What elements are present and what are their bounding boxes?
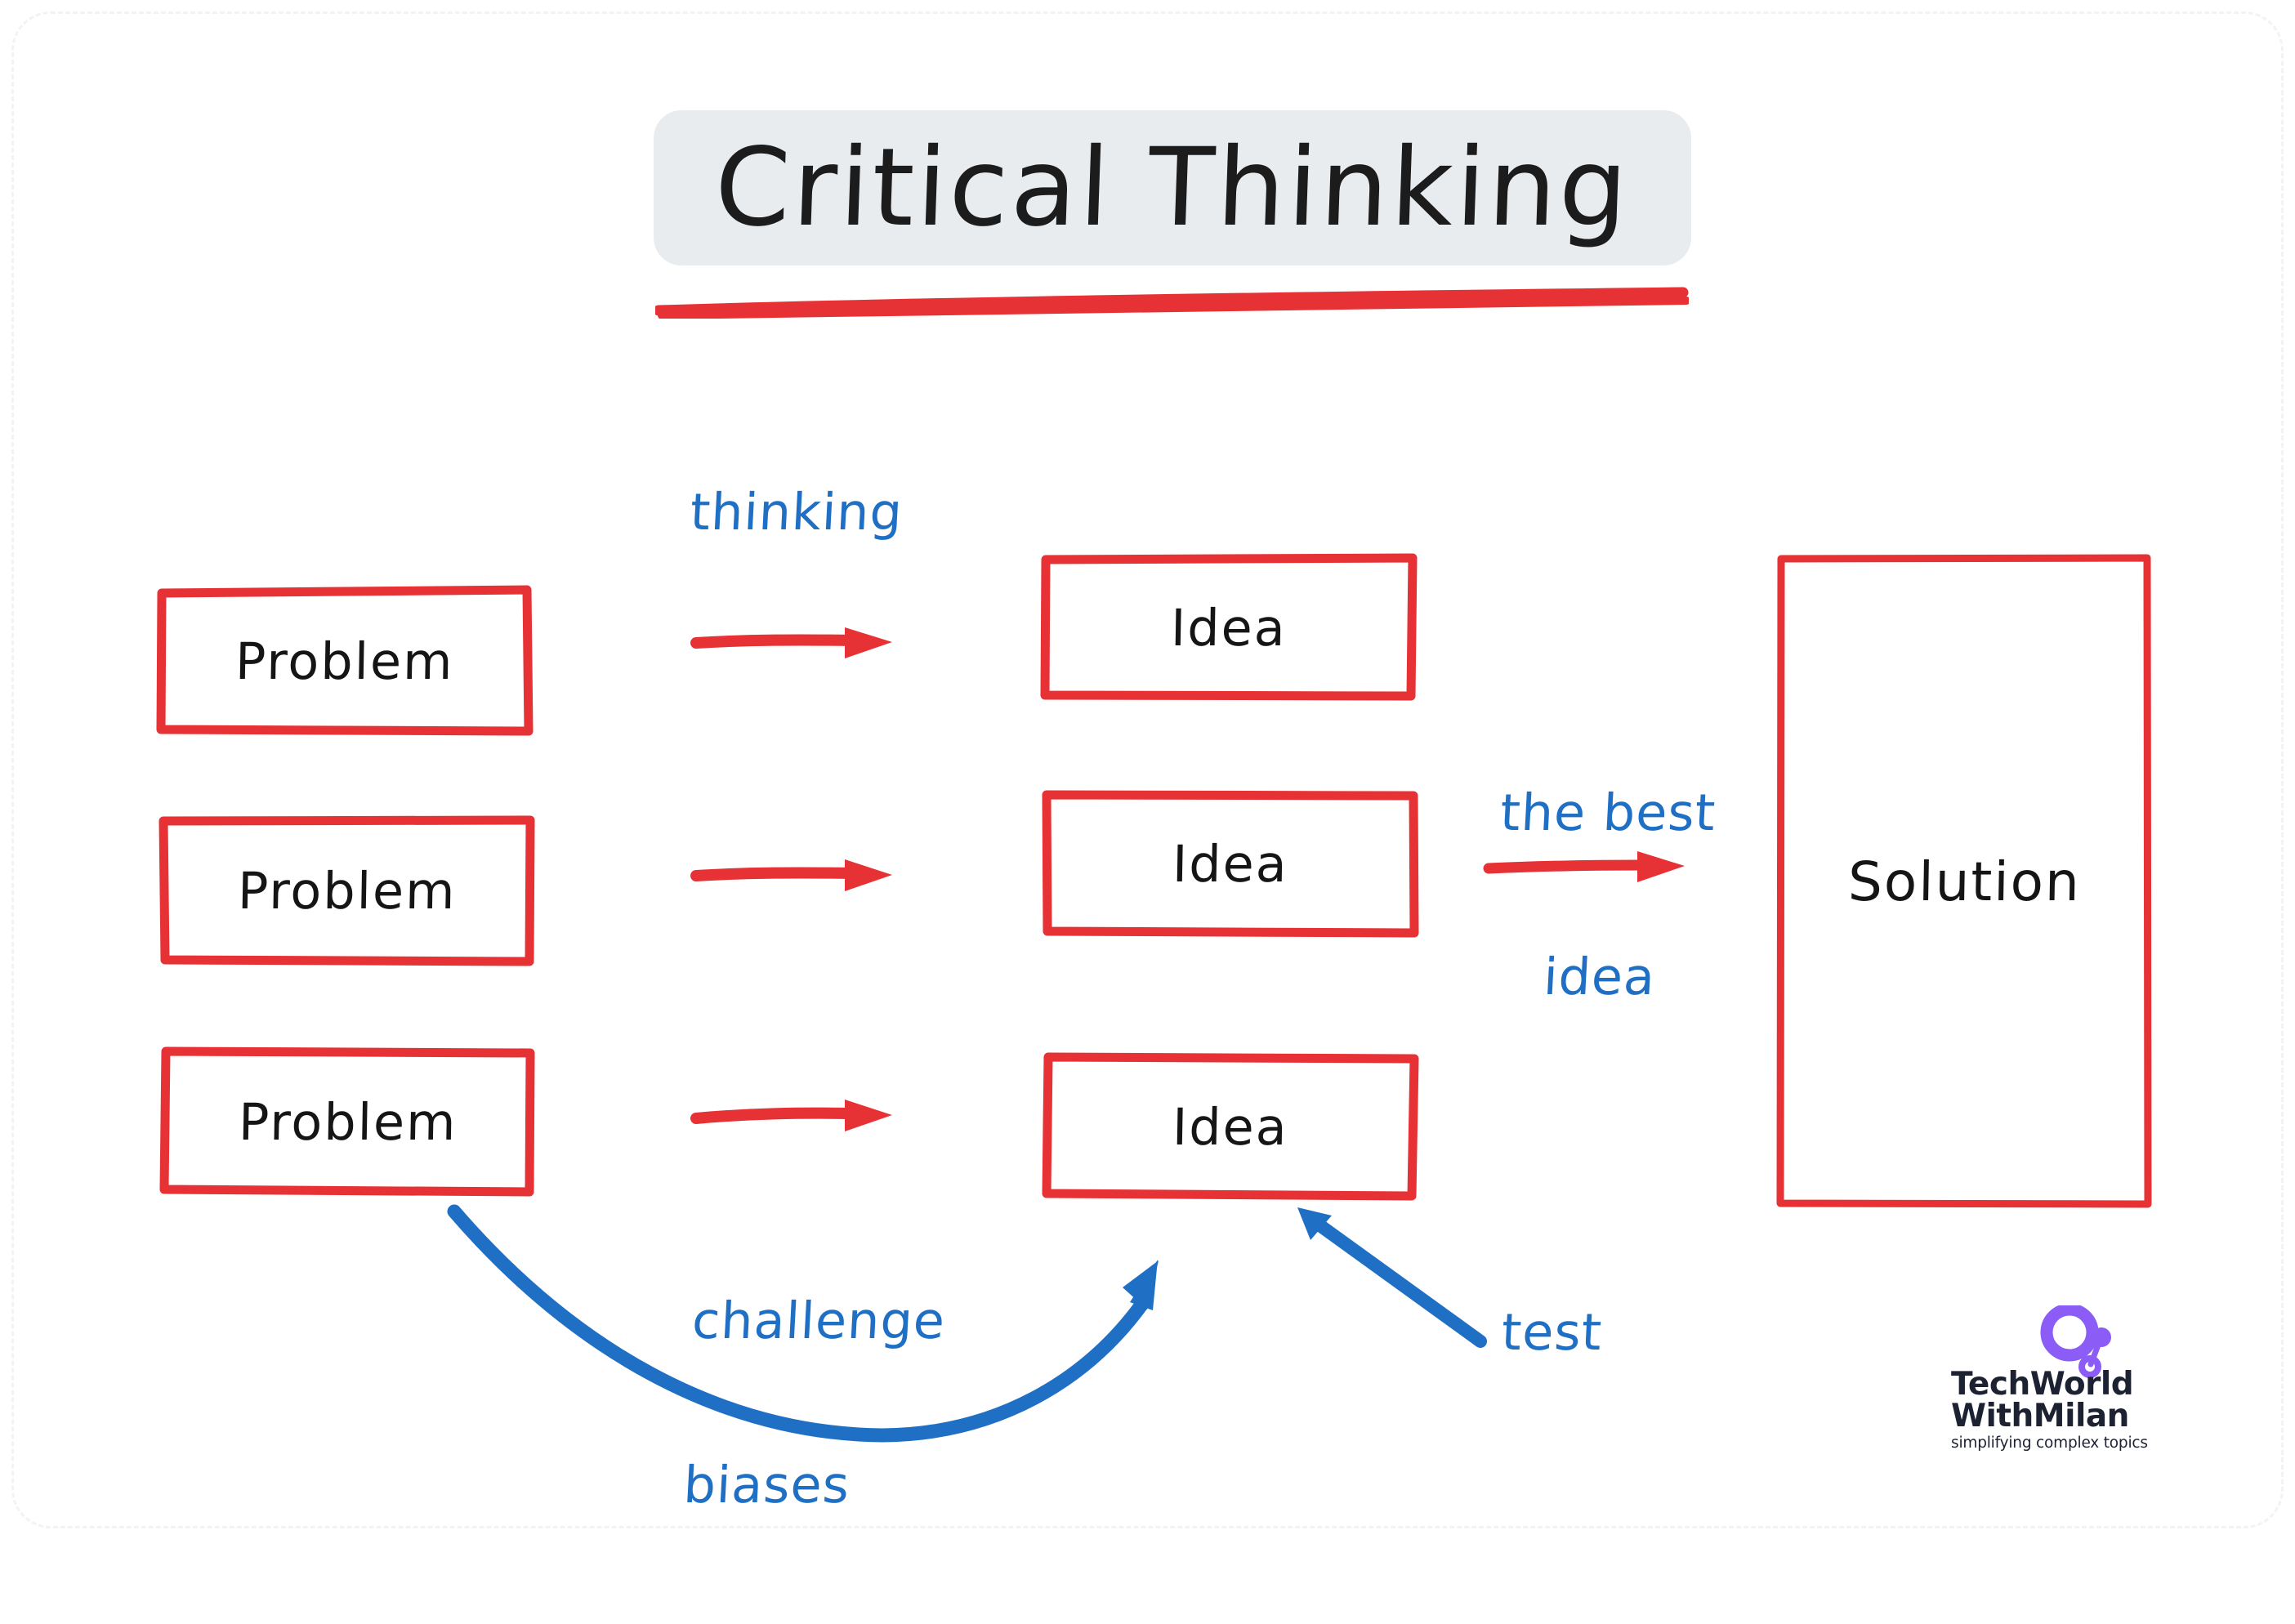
arrow-test <box>1297 1207 1487 1348</box>
techworld-network-icon <box>2040 1305 2111 1378</box>
solution-box[interactable]: Solution <box>1776 554 2152 1208</box>
label-challenge-biases: challenge biases <box>676 1185 969 1622</box>
problem-label: Problem <box>238 1091 458 1152</box>
solution-label: Solution <box>1846 850 2082 913</box>
logo-wordmark: TechWorld WithMilan simplifying complex … <box>1951 1366 2172 1452</box>
logo-line-1: TechWorld <box>1951 1366 2134 1403</box>
label-best-idea-line1: the best <box>1498 782 1718 842</box>
problem-box-1[interactable]: Problem <box>156 585 534 736</box>
problem-box-2[interactable]: Problem <box>159 815 535 966</box>
title-underline <box>655 287 1689 319</box>
problem-label: Problem <box>237 860 457 921</box>
arrow-problem2-to-idea2 <box>690 859 892 891</box>
label-best-idea: the best idea <box>1458 676 1750 1114</box>
label-test: test <box>1500 1302 1605 1362</box>
problem-label: Problem <box>234 631 454 691</box>
arrow-idea-to-solution <box>1483 851 1685 882</box>
problem-box-3[interactable]: Problem <box>159 1046 535 1197</box>
arrow-problem3-to-idea3 <box>690 1100 892 1131</box>
logo-tagline: simplifying complex topics <box>1951 1434 2148 1452</box>
title-pill-background <box>654 110 1691 265</box>
page-title: Critical Thinking <box>712 125 1632 251</box>
brand-logo: TechWorld WithMilan simplifying complex … <box>1951 1305 2172 1461</box>
label-thinking: thinking <box>689 482 904 542</box>
idea-box-2[interactable]: Idea <box>1042 790 1419 938</box>
title-block: Critical Thinking <box>654 110 1691 319</box>
idea-box-1[interactable]: Idea <box>1040 553 1418 701</box>
diagram-canvas: Critical Thinking Problem Problem Proble… <box>11 11 2284 1528</box>
label-challenge-line2: biases <box>681 1454 852 1515</box>
label-best-idea-line2: idea <box>1542 946 1658 1006</box>
label-challenge-line1: challenge <box>690 1290 948 1350</box>
idea-label: Idea <box>1172 833 1289 894</box>
arrow-problem1-to-idea1 <box>690 627 892 658</box>
idea-label: Idea <box>1172 1096 1289 1157</box>
logo-line-2: WithMilan <box>1951 1397 2129 1434</box>
idea-box-3[interactable]: Idea <box>1042 1052 1419 1201</box>
idea-label: Idea <box>1170 597 1288 658</box>
